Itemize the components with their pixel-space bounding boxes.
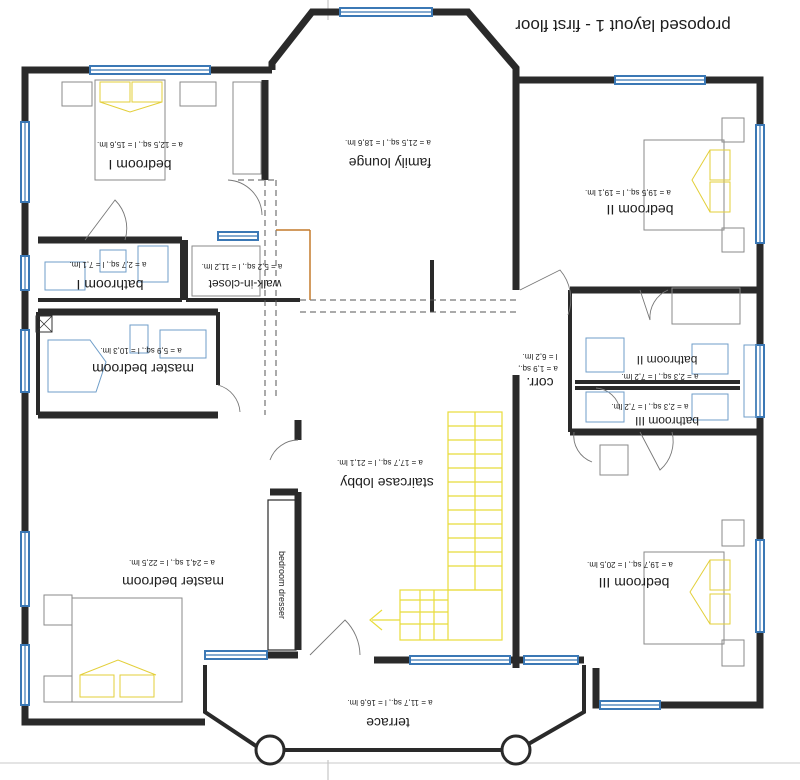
corridor-area-l: l = 6,2 lm.	[523, 352, 558, 361]
interior-walls	[36, 80, 760, 668]
bathroom-3-area: a = 2,3 sq., l = 7,2 lm.	[612, 402, 689, 411]
room-labels: proposed layout 1 - first floor bedroom …	[70, 16, 731, 731]
staircase	[369, 411, 503, 641]
walk-in-closet-area: a = 5,2 sq., l = 11,2 lm.	[202, 262, 283, 271]
terrace-column-left	[254, 734, 286, 766]
terrace-area: a = 11,7 sq., l = 16,6 lm.	[347, 698, 432, 707]
shower-box-icon	[35, 315, 53, 333]
plan-title: proposed layout 1 - first floor	[515, 16, 731, 35]
master-bathroom-area: a = 5,9 sq., l = 10,3 lm.	[100, 346, 181, 355]
bedroom-1-name: bedroom I	[108, 157, 171, 173]
staircase-lobby-area: a = 17,7 sq., l = 21,1 lm.	[337, 458, 423, 467]
staircase-lobby-name: staircase lobby	[340, 475, 433, 491]
bathroom-2-area: a = 2,3 sq., l = 7,2 lm.	[622, 372, 699, 381]
bedroom-1-area: a = 12,5 sq., l = 15,6 lm.	[97, 140, 183, 149]
bathroom-3-name: bathroom III	[635, 414, 699, 428]
terrace-name: terrace	[366, 715, 410, 731]
bathroom-1-area: a = 2,7 sq., l = 7,1 lm.	[70, 260, 147, 269]
bathroom-2-name: bathroom II	[637, 353, 698, 367]
furniture	[43, 79, 745, 703]
corridor-name: corr.	[526, 375, 553, 391]
dashed-lines	[238, 179, 516, 415]
family-lounge-area: a = 21,5 sq., l = 18,6 lm.	[345, 138, 431, 147]
terrace-column-right	[500, 734, 532, 766]
windows	[20, 7, 765, 710]
bedroom-dresser-label: bedroom dresser	[277, 551, 287, 619]
corridor-area-a: a = 1,9 sq.,	[518, 364, 558, 373]
bedroom-2-name: bedroom II	[607, 202, 674, 218]
bed-pillows	[79, 81, 731, 698]
family-lounge-name: family lounge	[349, 155, 432, 171]
bedroom-2-area: a = 19,5 sq., l = 19,1 lm.	[585, 188, 671, 197]
bedroom-3-name: bedroom III	[599, 575, 670, 591]
master-bedroom-name: master bedroom	[122, 574, 224, 590]
master-bedroom-area: a = 24,1 sq., l = 22,5 lm.	[129, 558, 215, 567]
master-bathroom-name: master bedroom	[92, 361, 194, 377]
door-swings	[84, 179, 674, 656]
walk-in-closet-name: walk-in-closet	[208, 277, 282, 291]
bathroom-1-name: bathroom I	[77, 277, 144, 293]
bathroom-fixtures	[44, 245, 757, 423]
bedroom-3-area: a = 19,7 sq., l = 20,5 lm.	[587, 560, 673, 569]
shower-box-cross-b	[35, 315, 53, 333]
